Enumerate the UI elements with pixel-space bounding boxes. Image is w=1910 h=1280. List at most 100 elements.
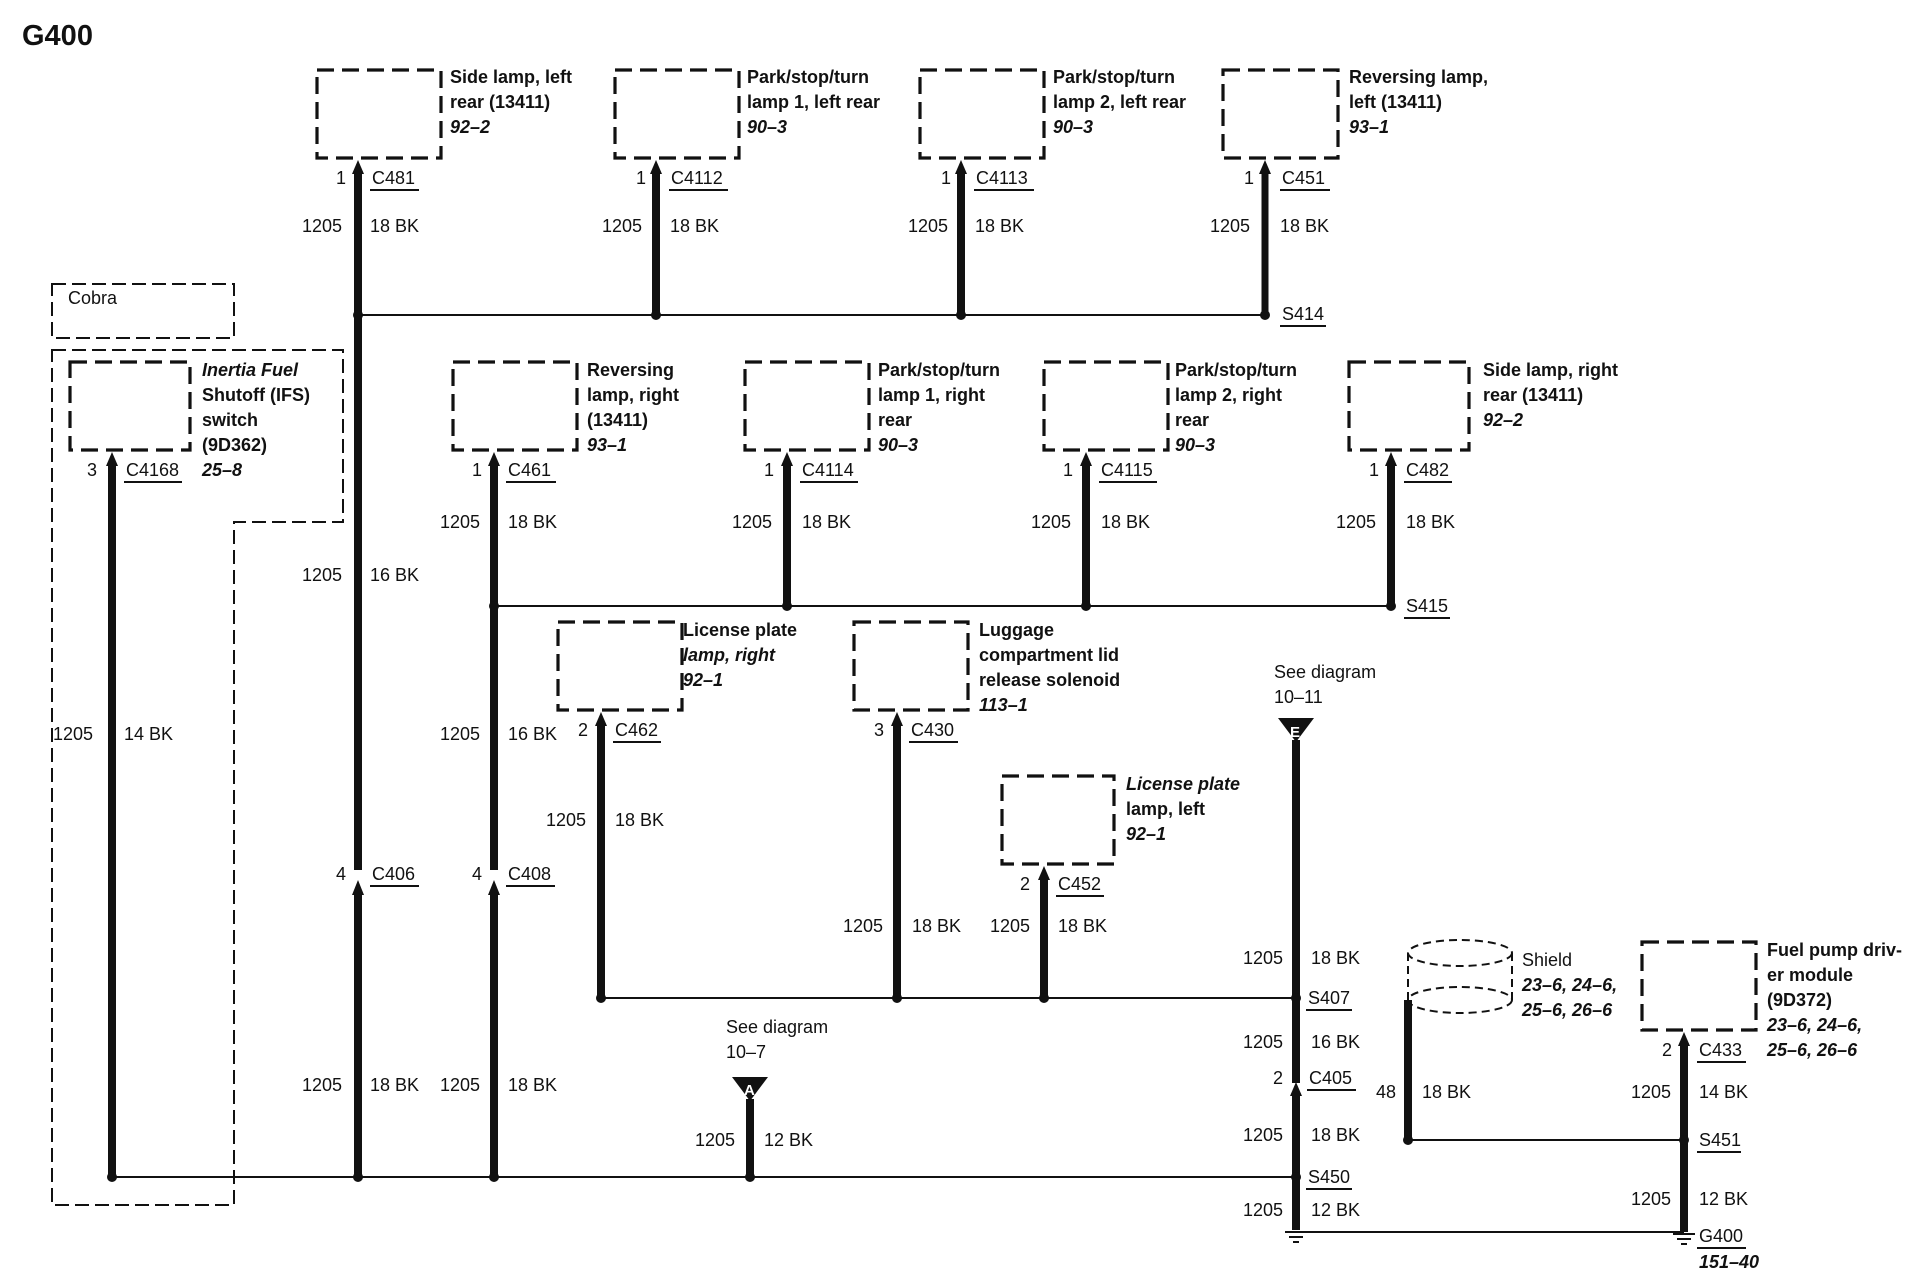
inline-pin: 4 <box>336 864 346 884</box>
connector-arrow <box>595 712 607 726</box>
component-name-line: License plate <box>683 620 797 640</box>
cobra-label: Cobra <box>68 288 118 308</box>
pin-number: 3 <box>87 460 97 480</box>
component-side-lamp-right-rear: Side lamp, right rear (13411) 92–2 1 C48… <box>1336 360 1618 532</box>
connector-arrow <box>891 712 903 726</box>
circuit-number: 1205 <box>53 724 93 744</box>
component-ref: 92–2 <box>1483 410 1523 430</box>
component-name-line: Park/stop/turn <box>1175 360 1297 380</box>
splice-node <box>353 1172 363 1182</box>
wire-size: 18 BK <box>615 810 664 830</box>
component-name-line: Reversing lamp, <box>1349 67 1488 87</box>
wire-size-12bk: 12 BK <box>1699 1189 1748 1209</box>
component-name-line: Park/stop/turn <box>878 360 1000 380</box>
component-name-line: rear <box>878 410 912 430</box>
connector-label: C462 <box>615 720 658 740</box>
wire-size: 18 BK <box>1311 948 1360 968</box>
connector-arrow <box>1678 1032 1690 1046</box>
circuit-number: 1205 <box>602 216 642 236</box>
component-park-stop-turn-lamp-1-right-rear: Park/stop/turn lamp 1, right rear 90–3 1… <box>732 360 1000 532</box>
component-name-line: Reversing <box>587 360 674 380</box>
wire-size: 14 BK <box>124 724 173 744</box>
splice-node <box>1403 1135 1413 1145</box>
component-ref: 92–1 <box>1126 824 1166 844</box>
connector-arrow <box>650 160 662 174</box>
component-name-line: Park/stop/turn <box>747 67 869 87</box>
component-ref: 92–1 <box>683 670 723 690</box>
wire-size: 14 BK <box>1699 1082 1748 1102</box>
component-box <box>852 620 970 712</box>
shield-wire-size: 18 BK <box>1422 1082 1471 1102</box>
component-license-plate-lamp-right: License plate lamp, right 92–1 2 C462 12… <box>546 620 797 830</box>
circuit-number: 1205 <box>1243 1125 1283 1145</box>
splice-label-s414: S414 <box>1282 304 1324 324</box>
splice-node <box>1081 601 1091 611</box>
circuit-number: 1205 <box>1243 948 1283 968</box>
ground-g400: G400 151–40 <box>1673 1226 1759 1272</box>
splice-node <box>782 601 792 611</box>
component-ref: 90–3 <box>1053 117 1093 137</box>
circuit-number: 1205 <box>302 1075 342 1095</box>
splice-label-s450: S450 <box>1308 1167 1350 1187</box>
component-park-stop-turn-lamp-2-left-rear: Park/stop/turn lamp 2, left rear 90–3 1 … <box>908 67 1186 236</box>
wire-size-12bk: 12 BK <box>1311 1200 1360 1220</box>
see-diagram-ref: 10–11 <box>1274 687 1323 707</box>
wire-size: 18 BK <box>802 512 851 532</box>
page-title: G400 <box>22 20 93 52</box>
inline-connector-c408: C408 <box>508 864 551 884</box>
splice-node <box>651 310 661 320</box>
circuit-number: 1205 <box>1210 216 1250 236</box>
ground-symbol <box>1285 1231 1307 1243</box>
component-side-lamp-left-rear: Side lamp, left rear (13411) 92–2 1 C481… <box>302 67 572 236</box>
component-ref: 90–3 <box>878 435 918 455</box>
circuit-number: 1205 <box>908 216 948 236</box>
wire-size: 18 BK <box>1058 916 1107 936</box>
component-box <box>613 68 741 160</box>
wire-size: 18 BK <box>508 1075 557 1095</box>
connector-arrow <box>955 160 967 174</box>
connector-arrow <box>488 880 500 895</box>
circuit-number: 1205 <box>440 724 480 744</box>
pin-number: 3 <box>874 720 884 740</box>
component-park-stop-turn-lamp-2-right-rear: Park/stop/turn lamp 2, right rear 90–3 1… <box>1031 360 1297 532</box>
connector-arrow <box>352 160 364 174</box>
component-box <box>68 360 192 452</box>
circuit-number: 1205 <box>440 1075 480 1095</box>
component-name-line: License plate <box>1126 774 1240 794</box>
shield-component: Shield 23–6, 24–6, 25–6, 26–6 48 18 BK <box>1376 939 1617 1102</box>
connector-label: C481 <box>372 168 415 188</box>
inline-pin: 2 <box>1273 1068 1283 1088</box>
component-box <box>1640 940 1758 1032</box>
wire-size-12bk: 12 BK <box>764 1130 813 1150</box>
connector-label: C452 <box>1058 874 1101 894</box>
pin-number: 1 <box>1369 460 1379 480</box>
connector-arrow <box>1290 1082 1302 1096</box>
circuit-number: 1205 <box>1631 1082 1671 1102</box>
pin-number: 1 <box>1063 460 1073 480</box>
component-name-line: Side lamp, left <box>450 67 572 87</box>
wire-size: 18 BK <box>1406 512 1455 532</box>
see-diagram-a[interactable]: See diagram 10–7 A <box>726 1017 828 1101</box>
component-name-line: Shutoff (IFS) <box>202 385 310 405</box>
splice-label-s415: S415 <box>1406 596 1448 616</box>
component-license-plate-lamp-left: License plate lamp, left 92–1 2 C452 120… <box>990 774 1240 936</box>
pin-number: 1 <box>636 168 646 188</box>
component-box <box>918 68 1046 160</box>
pin-number: 1 <box>336 168 346 188</box>
cobra-boundary <box>51 349 344 1206</box>
component-name-line: rear <box>1175 410 1209 430</box>
connector-arrow <box>1080 452 1092 466</box>
wire-size: 18 BK <box>1280 216 1329 236</box>
connector-label: C4112 <box>671 168 723 188</box>
splice-node <box>1679 1135 1689 1145</box>
connector-arrow <box>106 452 118 466</box>
component-luggage-compartment-lid-release-solenoid: Luggage compartment lid release solenoid… <box>843 620 1120 936</box>
see-diagram-e[interactable]: See diagram 10–11 E <box>1274 662 1376 742</box>
circuit-number: 1205 <box>843 916 883 936</box>
off-page-connector-e <box>1278 718 1314 742</box>
component-ref: 25–8 <box>201 460 242 480</box>
splice-node <box>107 1172 117 1182</box>
component-reversing-lamp-right: Reversing lamp, right (13411) 93–1 1 C46… <box>440 360 679 532</box>
connector-label: C433 <box>1699 1040 1742 1060</box>
